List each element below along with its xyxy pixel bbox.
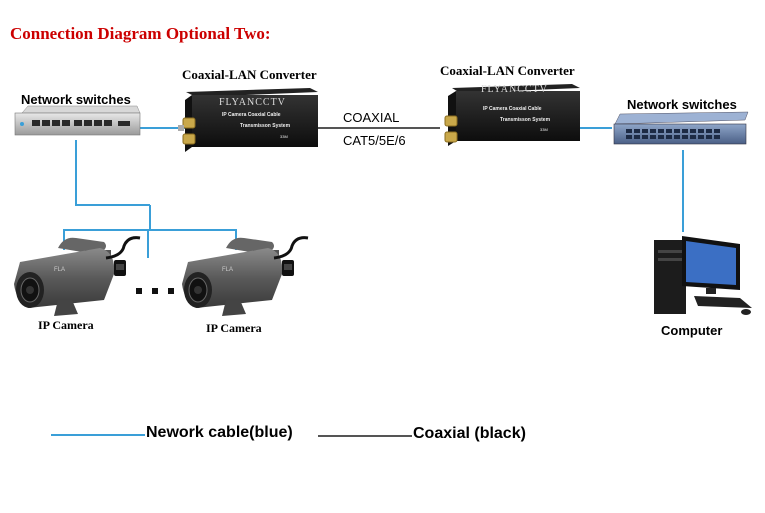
cable-switch-to-cameras bbox=[75, 140, 150, 206]
converter-right-brand: FLYANCCTV bbox=[481, 84, 548, 95]
camera-1-brand: FLA bbox=[54, 267, 66, 273]
converter-left-sub1: IP Camera Coaxial Cable bbox=[222, 112, 281, 118]
label-cat: CAT5/5E/6 bbox=[343, 133, 406, 148]
camera-2-brand: FLA bbox=[222, 267, 234, 273]
computer bbox=[654, 236, 752, 315]
label-ip-camera-2: IP Camera bbox=[206, 321, 262, 335]
label-network-switch-left: Network switches bbox=[21, 92, 131, 107]
converter-right-sub2: Transmisson System bbox=[500, 117, 551, 123]
label-converter-left: Coaxial-LAN Converter bbox=[182, 67, 317, 82]
legend-network-label: Nework cable(blue) bbox=[146, 424, 293, 441]
label-network-switch-right: Network switches bbox=[627, 97, 737, 112]
converter-left bbox=[178, 88, 318, 152]
label-computer: Computer bbox=[661, 323, 723, 338]
coaxial-cables bbox=[318, 127, 440, 437]
label-coaxial: COAXIAL bbox=[343, 110, 400, 125]
ip-camera-2 bbox=[182, 236, 309, 316]
network-switch-right bbox=[613, 111, 749, 145]
diagram-title: Connection Diagram Optional Two: bbox=[10, 24, 271, 43]
ip-camera-1 bbox=[14, 236, 141, 316]
network-switch-left bbox=[14, 105, 141, 136]
network-cables bbox=[51, 127, 684, 436]
converter-right bbox=[444, 84, 580, 146]
converter-right-sub3: 33M bbox=[540, 127, 548, 132]
converter-left-sub3: 33M bbox=[280, 134, 288, 139]
converter-left-sub2: Transmisson System bbox=[240, 123, 291, 129]
legend-coaxial-label: Coaxial (black) bbox=[413, 425, 526, 442]
label-ip-camera-1: IP Camera bbox=[38, 318, 94, 332]
label-converter-right: Coaxial-LAN Converter bbox=[440, 63, 575, 78]
converter-right-sub1: IP Camera Coaxial Cable bbox=[483, 106, 542, 112]
converter-left-brand: FLYANCCTV bbox=[219, 97, 286, 108]
more-cameras-dots bbox=[136, 288, 174, 294]
